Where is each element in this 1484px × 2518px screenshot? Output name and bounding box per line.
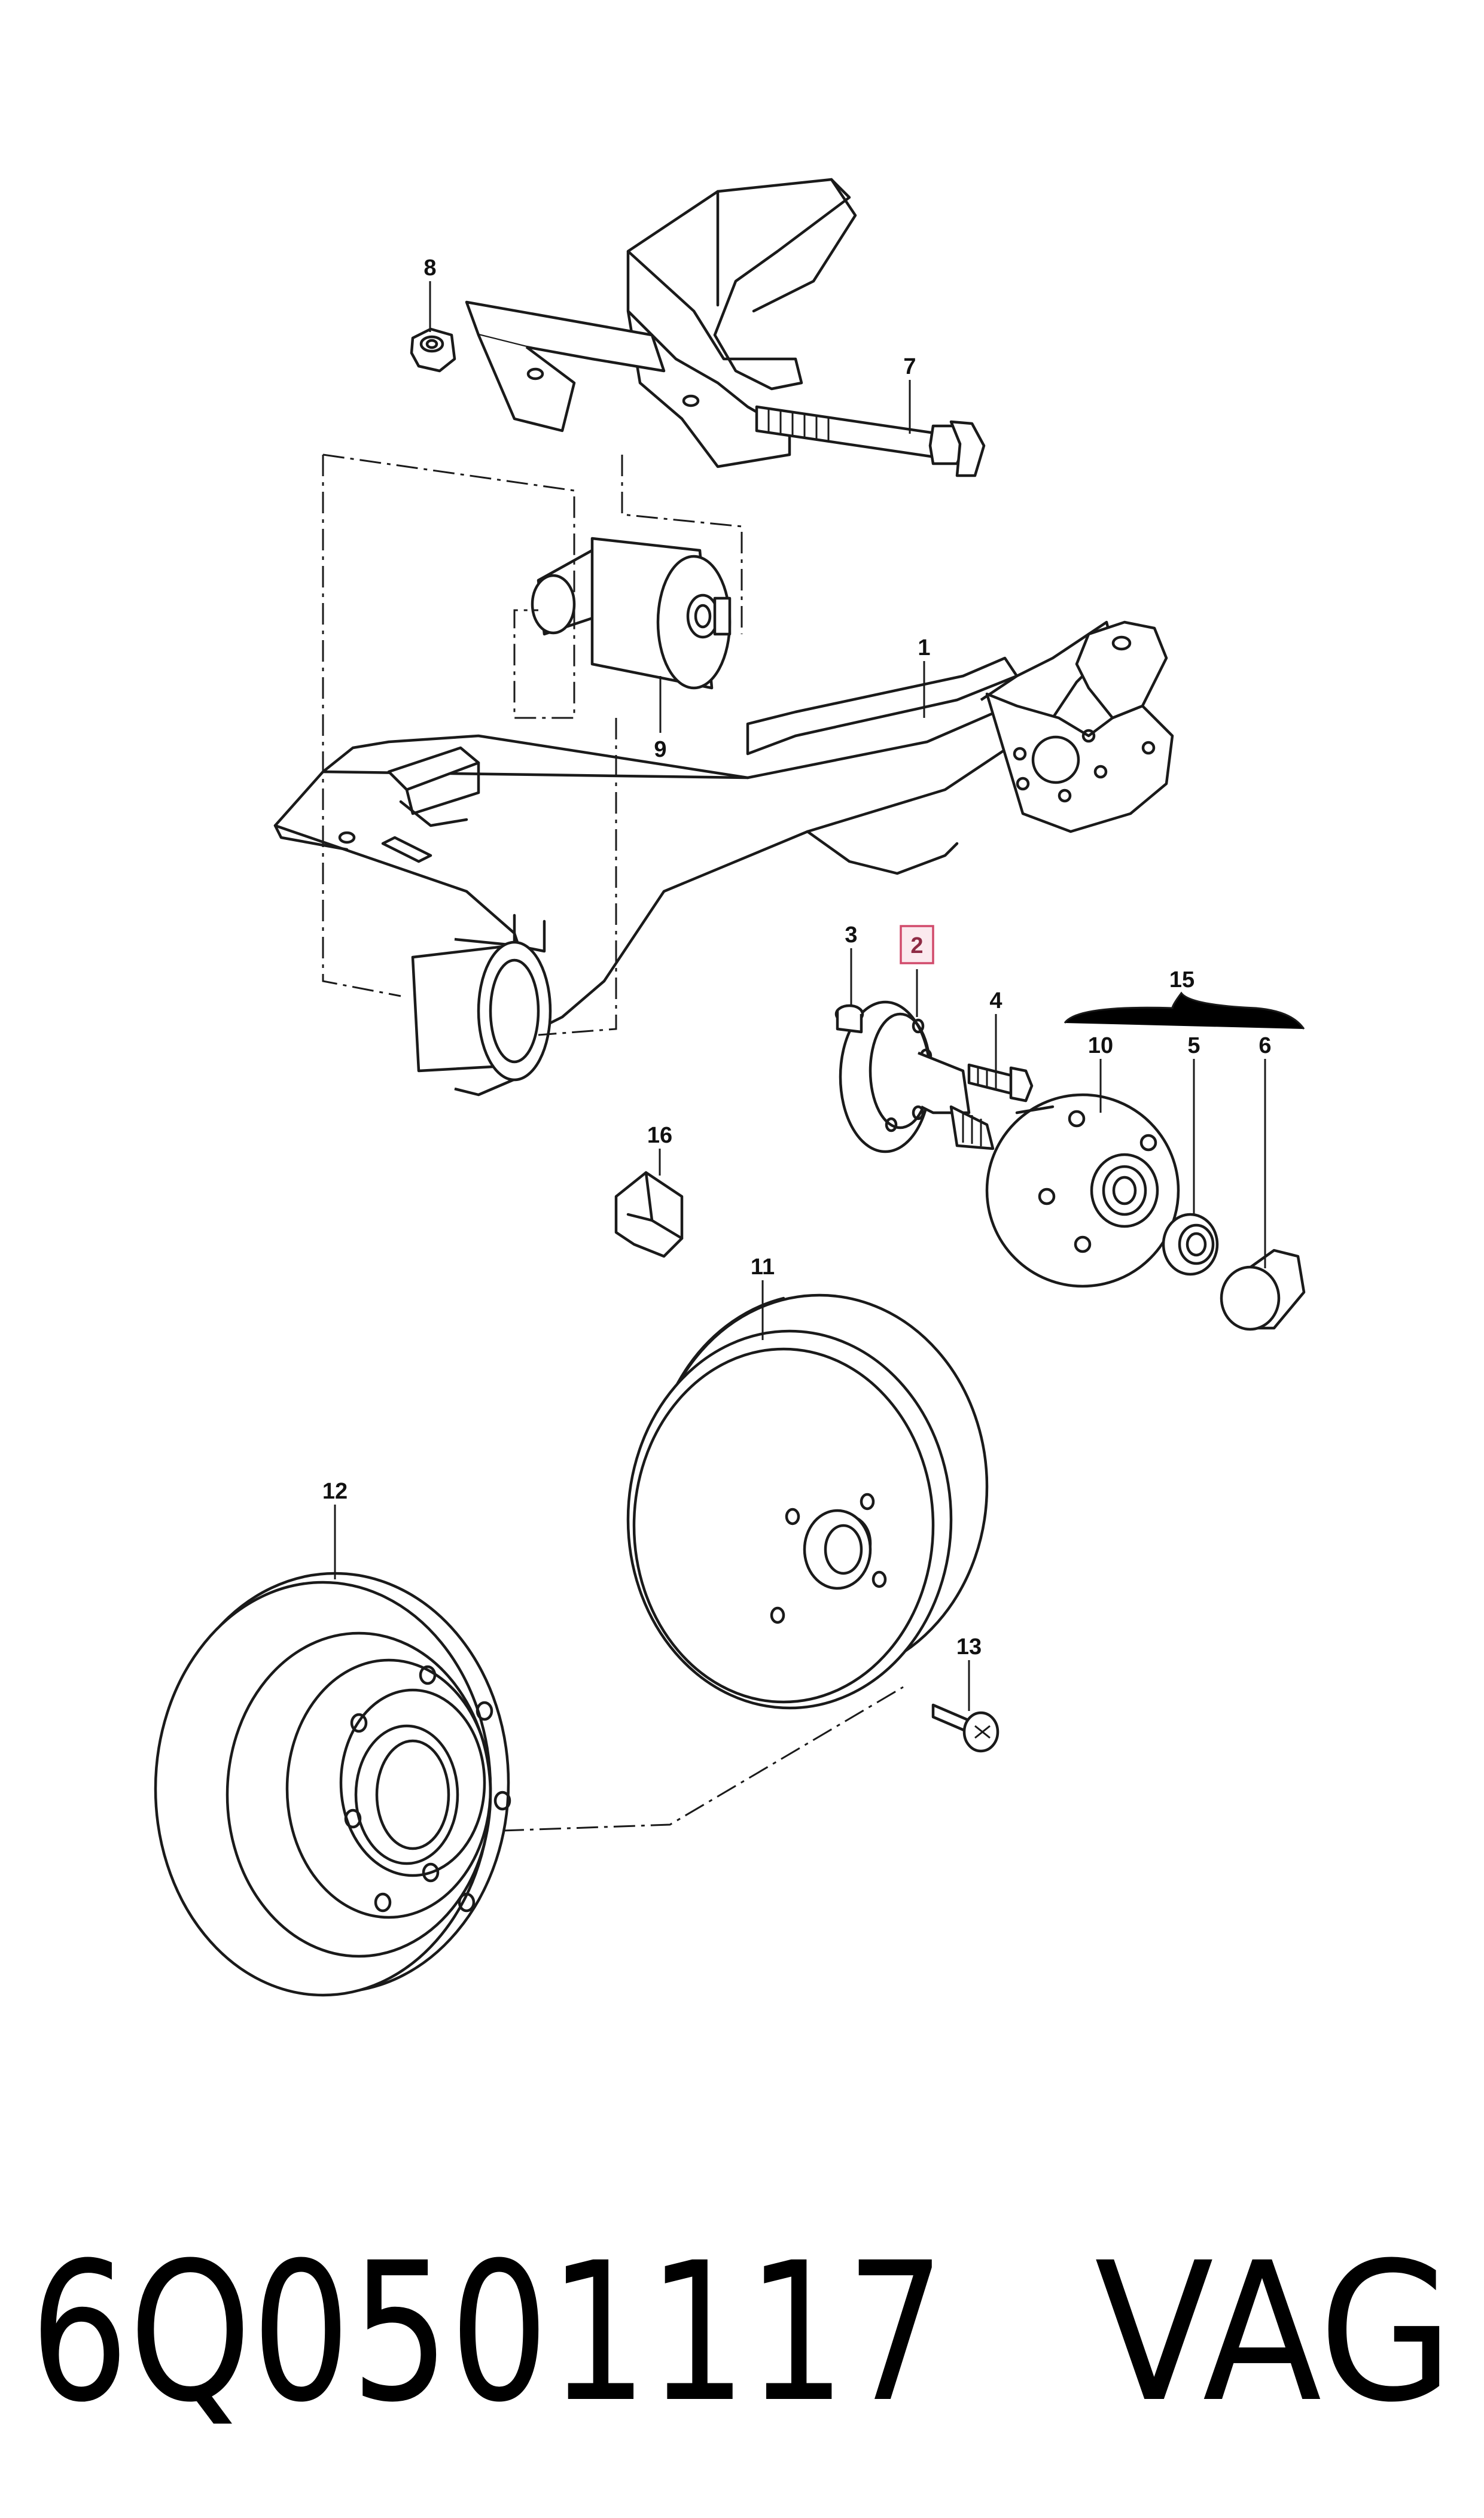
- callout-15: 15: [1169, 967, 1194, 992]
- leader-15: [1064, 991, 1305, 1030]
- bolt-3: [834, 1004, 864, 1034]
- callout-6: 6: [1258, 1033, 1271, 1058]
- part-number: 6Q0501117: [30, 2222, 945, 2444]
- callout-leaders: [334, 281, 1266, 1711]
- callout-5: 5: [1187, 1033, 1200, 1058]
- bolt-7: [755, 405, 986, 477]
- brand-label: VAG: [1095, 2222, 1453, 2444]
- callout-16: 16: [647, 1123, 672, 1148]
- callout-4: 4: [989, 988, 1002, 1013]
- callout-10: 10: [1088, 1033, 1113, 1058]
- callout-numbers: 8 7 1 9 3 2 4 15 10 5 6 16 11 12 13: [322, 255, 1272, 1660]
- brake-drum-11: [626, 1293, 989, 1710]
- callout-11: 11: [751, 1255, 775, 1280]
- assembly-lines: [322, 453, 904, 1832]
- axle-beam-1: [273, 620, 1174, 1097]
- bush-9: [531, 537, 732, 690]
- wheel-hub-10: [985, 1093, 1180, 1288]
- callout-9: 9: [654, 737, 666, 762]
- callout-13: 13: [956, 1634, 982, 1660]
- stub-axle-2: [839, 1000, 995, 1153]
- callout-2: 2: [910, 933, 923, 958]
- body-bracket: [465, 178, 857, 468]
- brake-disc-12: [154, 1572, 511, 1997]
- footer: 6Q0501117 VAG: [30, 2222, 1453, 2444]
- callout-1: 1: [918, 635, 930, 660]
- callout-12: 12: [322, 1479, 348, 1504]
- callout-7: 7: [903, 354, 916, 379]
- grease-cap-6: [1220, 1249, 1306, 1331]
- clip-16: [614, 1171, 684, 1258]
- nut-8: [410, 327, 456, 373]
- bolt-4: [967, 1063, 1034, 1103]
- callout-8: 8: [423, 255, 436, 281]
- callout-3: 3: [845, 922, 857, 948]
- callout-2-highlight-box: [900, 925, 934, 964]
- screw-13: [931, 1703, 1000, 1753]
- hub-nut-5: [1162, 1213, 1219, 1276]
